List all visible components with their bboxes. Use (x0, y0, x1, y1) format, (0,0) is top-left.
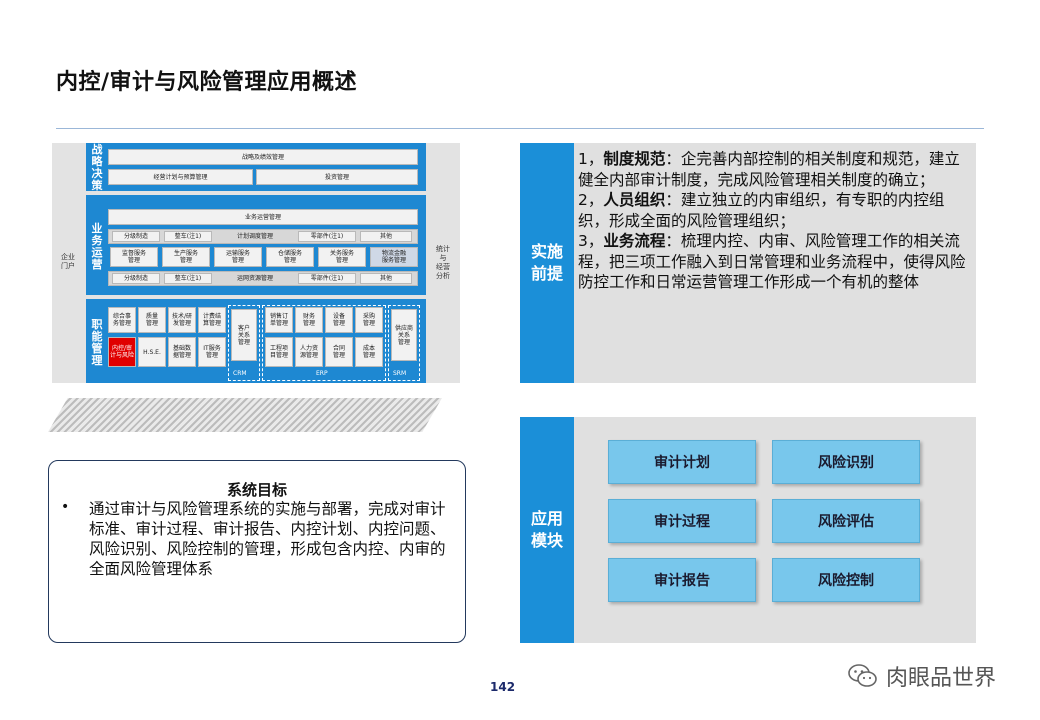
strategy-row2b: 投资管理 (256, 169, 418, 185)
ops-service: 生产服务 管理 (162, 247, 210, 267)
strategy-row2a: 经营计划与预算管理 (108, 169, 253, 185)
hatched-pedestal (48, 398, 442, 432)
watermark: 肉眼品世界 (848, 660, 996, 692)
erp-item: 销售订 单管理 (265, 307, 293, 333)
func-item: 计费结 算管理 (198, 307, 226, 333)
modules-label: 应用模块 (520, 417, 574, 643)
ops-service: 关务服务 管理 (318, 247, 366, 267)
ops-header: 业务运营管理 (108, 209, 418, 225)
erp-item: 合同 管理 (325, 337, 353, 367)
premise-item-3: 3，业务流程：梳理内控、内审、风险管理工作的相关流程，把三项工作融入到日常管理和… (578, 232, 966, 291)
srm-item: 供应商 关系 管理 (391, 309, 417, 361)
func-item: 技术/研 发管理 (168, 307, 196, 333)
band-functions-title: 职能管理 (91, 318, 103, 367)
crm-label: CRM (233, 370, 247, 377)
title-divider (56, 128, 984, 129)
portal-label: 企业 门户 (61, 253, 75, 270)
ops-subrow-item: 分级制造 (112, 231, 160, 242)
erp-label: ERP (316, 370, 328, 377)
goal-box: 系统目标 • 通过审计与风险管理系统的实施与部署，完成对审计标准、审计过程、审计… (48, 460, 466, 643)
page-number: 142 (490, 680, 516, 694)
slide-title: 内控/审计与风险管理应用概述 (56, 70, 358, 95)
strategy-row1: 战略及绩效管理 (108, 149, 418, 165)
ops-subrow2-item: 整车(注1) (164, 273, 212, 284)
premise-item-2: 2，人员组织：建立独立的内审组织，有专职的内控组织，形成全面的风险管理组织； (578, 191, 945, 230)
wechat-icon (848, 663, 878, 689)
ops-subrow2-item: 运网资源管理 (236, 275, 273, 282)
crm-item: 客户 关系 管理 (231, 309, 257, 361)
goal-text: 通过审计与风险管理系统的实施与部署，完成对审计标准、审计过程、审计报告、内控计划… (89, 500, 446, 578)
erp-group (262, 305, 386, 381)
ops-subrow2-item: 零部件(注1) (298, 273, 356, 284)
premise-text: 1，制度规范：企完善内部控制的相关制度和规范，建立健全内部审计制度，完成风险管理… (578, 149, 974, 293)
func-item: 基础数 据管理 (168, 337, 196, 367)
goal-bullet: • (61, 499, 70, 515)
ops-service: 物流金融 服务管理 (370, 247, 418, 267)
premise-panel: 实施前提 1，制度规范：企完善内部控制的相关制度和规范，建立健全内部审计制度，完… (520, 143, 976, 383)
erp-item: 财务 管理 (295, 307, 323, 333)
erp-item: 人力资 源管理 (295, 337, 323, 367)
band-operations-title: 业务运营 (91, 222, 103, 271)
module-risk-assess[interactable]: 风险评估 (772, 499, 920, 543)
module-audit-process[interactable]: 审计过程 (608, 499, 756, 543)
erp-item: 采购 管理 (355, 307, 383, 333)
premise-label: 实施前提 (520, 143, 574, 383)
ops-service: 仓储服务 管理 (266, 247, 314, 267)
srm-label: SRM (393, 370, 407, 377)
ops-subrow2-item: 分级制造 (112, 273, 160, 284)
srm-group (388, 305, 420, 381)
func-item: 综合事 务管理 (108, 307, 136, 333)
ops-service: 运输服务 管理 (214, 247, 262, 267)
ops-subrow-item: 其他 (360, 231, 412, 242)
erp-item: 工程项 目管理 (265, 337, 293, 367)
ops-subrow2-item: 其他 (360, 273, 412, 284)
module-audit-plan[interactable]: 审计计划 (608, 440, 756, 484)
ops-subrow-item: 整车(注1) (164, 231, 212, 242)
goal-title: 系统目标 (226, 481, 287, 499)
ops-service: 监督服务 管理 (110, 247, 158, 267)
func-item: 质量 管理 (138, 307, 166, 333)
crm-group (228, 305, 260, 381)
module-risk-control[interactable]: 风险控制 (772, 558, 920, 602)
ops-subrow-item: 计划调度管理 (236, 233, 273, 240)
modules-panel: 应用模块 审计计划 风险识别 审计过程 风险评估 审计报告 风险控制 (520, 417, 976, 643)
band-strategy-title: 战略决策 (91, 143, 103, 192)
func-item: IT服务 管理 (198, 337, 226, 367)
module-risk-identify[interactable]: 风险识别 (772, 440, 920, 484)
stats-label: 统计 与 经营 分析 (436, 245, 450, 280)
ops-subrow-item: 零部件(注1) (298, 231, 356, 242)
func-item: H.S.E. (138, 337, 166, 367)
premise-item-1: 1，制度规范：企完善内部控制的相关制度和规范，建立健全内部审计制度，完成风险管理… (578, 150, 960, 189)
module-audit-report[interactable]: 审计报告 (608, 558, 756, 602)
func-item-highlight: 内控/审 计与风险 (108, 337, 136, 367)
watermark-text: 肉眼品世界 (886, 666, 997, 691)
erp-item: 设备 管理 (325, 307, 353, 333)
architecture-diagram: 企业 门户 统计 与 经营 分析 战略决策 战略及绩效管理 经营计划与预算管理 … (52, 143, 460, 383)
erp-item: 成本 管理 (355, 337, 383, 367)
